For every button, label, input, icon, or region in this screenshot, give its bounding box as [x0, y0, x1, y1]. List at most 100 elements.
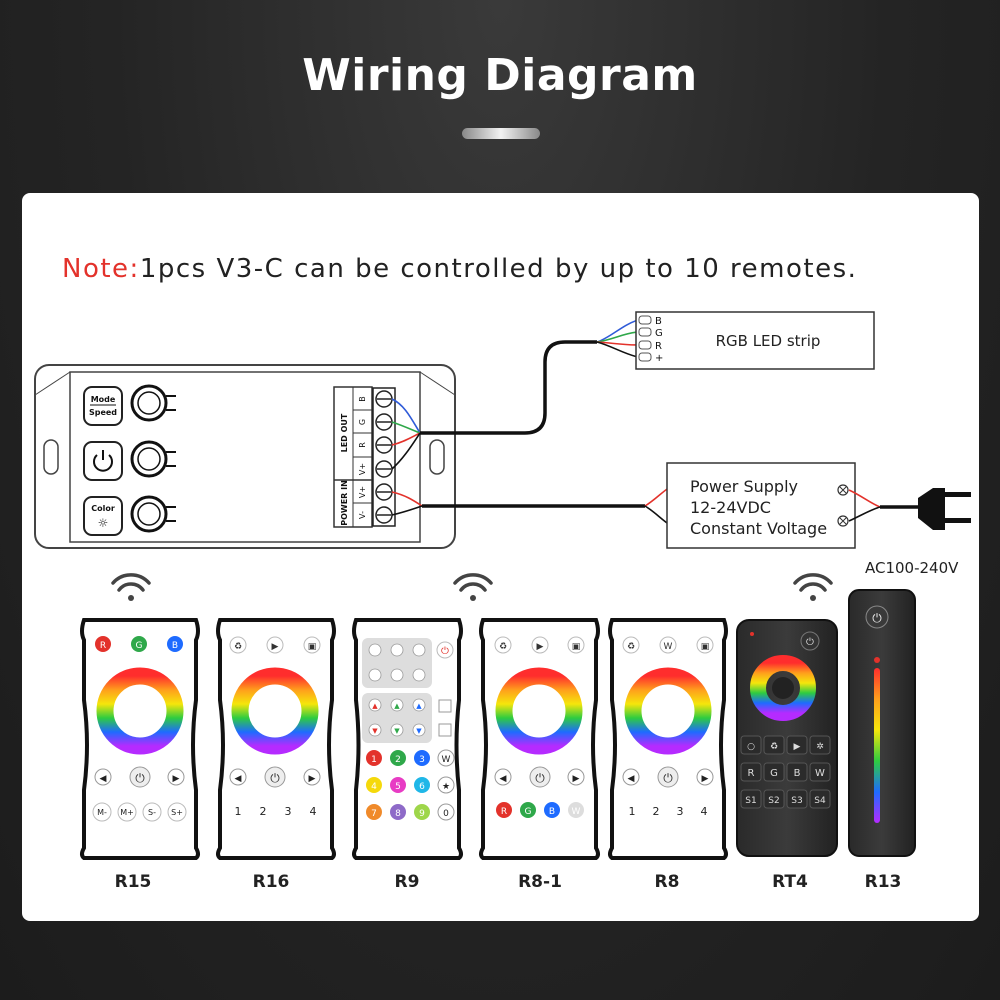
r16-button-label: 2 — [260, 805, 267, 818]
title-underline — [462, 128, 540, 139]
r8-button-label: 2 — [653, 805, 660, 818]
circle-icon: ○ — [747, 742, 755, 752]
r8-1-button-label: W — [572, 807, 581, 817]
power-icon: ⏻ — [535, 771, 545, 785]
r8-1-button-label: R — [501, 807, 507, 817]
power-supply-line: Power Supply — [690, 477, 798, 496]
r9-key-label: 7 — [371, 809, 377, 819]
strip-pin-label: G — [655, 328, 663, 339]
cycle-icon: ♻ — [234, 642, 242, 652]
right-arrow-icon: ▶ — [309, 774, 316, 784]
r15-button-label: B — [172, 641, 178, 651]
r9-key-label: 1 — [371, 755, 377, 765]
remote-name-r9: R9 — [394, 872, 420, 892]
r15-button-label: R — [100, 641, 106, 651]
strip-pin-label: + — [655, 353, 663, 364]
terminal-screws — [372, 387, 396, 527]
r9-key-label: ★ — [442, 782, 450, 792]
left-arrow-icon: ◀ — [100, 774, 107, 784]
strip-pin-label: R — [655, 341, 662, 352]
save-icon: ▣ — [572, 642, 581, 652]
mode-speed-button — [83, 386, 123, 426]
note-body: 1pcs V3-C can be controlled by up to 10 … — [139, 254, 858, 284]
remote-r15: R G B ◀ ⏻ ▶ M- M+ S- S+ — [80, 618, 200, 860]
remote-name-r16: R16 — [252, 872, 290, 892]
remote-r16: ♻ ▶ ▣ ◀ ⏻ ▶ 1 2 3 4 — [216, 618, 336, 860]
color-button — [83, 496, 123, 536]
terminal-label: G — [358, 419, 367, 425]
r9-key-label: 4 — [371, 782, 377, 792]
play-icon: ▶ — [537, 642, 544, 652]
r9-key-label: 5 — [395, 782, 401, 792]
led-cable — [420, 340, 597, 435]
r9-key-label: W — [442, 755, 451, 765]
svg-text:▲: ▲ — [416, 702, 422, 710]
play-icon: ▶ — [794, 742, 801, 752]
color-wheel — [495, 667, 583, 755]
save-icon: ▣ — [701, 642, 710, 652]
sparkle-icon: ✲ — [816, 742, 824, 752]
controller: Mode Speed Color ☼ LED OUT POWER IN B G … — [34, 364, 456, 549]
r9-key-label: 6 — [419, 782, 425, 792]
play-icon: ▶ — [272, 642, 279, 652]
mains-voltage-label: AC100-240V — [865, 559, 959, 577]
speed-label: Speed — [89, 408, 117, 417]
wifi-icon — [111, 573, 151, 601]
svg-text:▼: ▼ — [416, 727, 422, 735]
r15-button-label: M- — [97, 808, 107, 817]
led-out-label: LED OUT — [340, 413, 349, 452]
power-icon: ⏻ — [135, 771, 145, 785]
svg-text:▼: ▼ — [394, 727, 400, 735]
r9-key-label: 9 — [419, 809, 425, 819]
rt4-button-label: B — [794, 768, 801, 779]
power-icon: ⏻ — [872, 611, 882, 625]
sun-icon: ☼ — [98, 516, 109, 530]
remote-name-r15: R15 — [114, 872, 152, 892]
remote-name-r8: R8 — [654, 872, 680, 892]
note-text: Note:1pcs V3-C can be controlled by up t… — [62, 254, 857, 284]
strip-pin-label: B — [655, 316, 662, 327]
r15-button-label: S+ — [171, 808, 183, 817]
led-cable-fanout — [596, 319, 639, 358]
note-prefix: Note: — [62, 254, 140, 284]
r9-key-label: 2 — [395, 755, 401, 765]
wifi-icon — [453, 573, 493, 601]
terminal-label: V+ — [358, 463, 367, 475]
power-icon: ⏻ — [806, 637, 814, 648]
power-wires — [391, 491, 423, 516]
power-supply: Power Supply 12-24VDC Constant Voltage — [666, 462, 856, 549]
right-arrow-icon: ▶ — [702, 774, 709, 784]
power-supply-line: 12-24VDC — [690, 498, 771, 517]
power-in-label: POWER IN — [340, 480, 349, 526]
power-plug-icon — [918, 488, 971, 530]
remote-name-rt4: RT4 — [772, 872, 808, 892]
page-title: Wiring Diagram — [302, 50, 698, 101]
left-arrow-icon: ◀ — [235, 774, 242, 784]
remote-name-r13: R13 — [864, 872, 902, 892]
terminal-label: B — [358, 396, 367, 402]
color-wheel — [750, 655, 816, 721]
color-label: Color — [91, 504, 115, 513]
color-wheel — [231, 667, 319, 755]
rt4-button-label: R — [748, 768, 755, 779]
remote-r8: ♻ W ▣ ◀ ⏻ ▶ 1 2 3 4 — [608, 618, 728, 860]
color-wheel — [96, 667, 184, 755]
color-slider — [874, 668, 880, 823]
r16-button-label: 1 — [235, 805, 242, 818]
svg-text:▲: ▲ — [372, 702, 378, 710]
r15-button-label: G — [136, 641, 143, 651]
r15-button-label: M+ — [120, 808, 134, 817]
rt4-button-label: W — [815, 768, 825, 779]
rgb-led-strip: B G R + RGB LED strip — [635, 311, 875, 370]
remote-r9: ⏻ ▲▲▲ ▼▼▼ 1 2 3 W 4 5 6 ★ 7 8 9 0 — [352, 618, 463, 860]
power-icon: ⏻ — [441, 646, 449, 657]
rt4-button-label: S1 — [745, 796, 756, 806]
terminal-label: V+ — [358, 486, 367, 498]
svg-text:▼: ▼ — [372, 727, 378, 735]
remote-rt4: ⏻ ○ ♻ ▶ ✲ R G B W S1 S2 S3 S4 — [736, 619, 838, 857]
power-icon: ⏻ — [270, 771, 280, 785]
arrow-icons: ▲▲▲ ▼▼▼ — [372, 702, 422, 735]
cycle-icon: ♻ — [770, 742, 778, 752]
right-arrow-icon: ▶ — [573, 774, 580, 784]
